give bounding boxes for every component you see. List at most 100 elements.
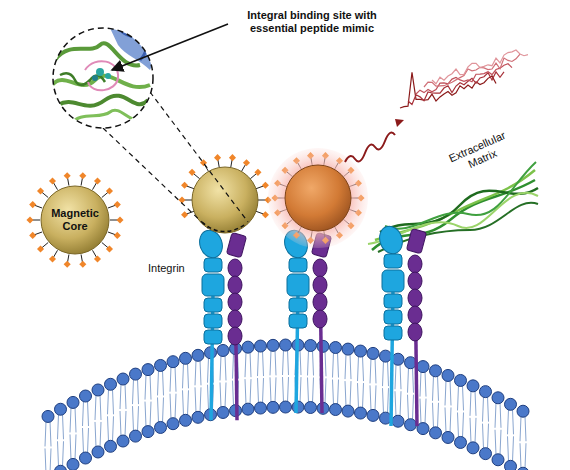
lipid-tail xyxy=(95,422,96,447)
lipid-tail xyxy=(113,389,114,414)
peptide-ligand xyxy=(64,261,71,268)
lipid-tail xyxy=(383,388,384,413)
lipid-tail xyxy=(438,403,439,428)
lipid-tail xyxy=(333,380,334,405)
lipid-tail xyxy=(63,441,64,466)
lipid-head xyxy=(430,427,442,439)
lipid-tail xyxy=(158,397,159,422)
lipid-tail xyxy=(58,441,59,466)
lipid-head xyxy=(242,403,254,415)
integrin-beta-domain xyxy=(313,259,327,277)
peptide-ligand xyxy=(116,216,123,223)
lipid-tail xyxy=(258,351,259,376)
lipid-head xyxy=(167,418,179,430)
zoom-leader xyxy=(150,92,248,222)
lipid-tail xyxy=(88,428,89,453)
lipid-tail xyxy=(495,430,496,455)
lipid-tail xyxy=(208,385,209,410)
lipid-head xyxy=(467,380,479,392)
lipid-tail xyxy=(345,381,346,406)
lipid-tail xyxy=(138,406,139,431)
peptide-ligand xyxy=(64,172,71,179)
integrin-beta-domain xyxy=(313,276,327,294)
lipid-tail xyxy=(395,364,396,389)
lipid-head xyxy=(405,419,417,431)
lipid-tail xyxy=(145,402,146,427)
lipid-tail xyxy=(245,352,246,377)
peptide-ligand xyxy=(49,255,56,262)
peptide-ligand xyxy=(94,255,101,262)
lipid-head xyxy=(330,404,342,416)
integrin-beta-domain xyxy=(228,293,242,311)
lipid-head xyxy=(505,398,517,410)
lipid-tail xyxy=(188,363,189,388)
integrin-alpha-domain xyxy=(289,258,307,272)
lipid-head xyxy=(267,401,279,413)
magnetic-core-sphere xyxy=(41,186,109,254)
lipid-tail xyxy=(163,370,164,395)
peptide-ligand xyxy=(254,169,261,176)
peptide-ligand xyxy=(214,154,221,161)
lipid-tail xyxy=(308,378,309,403)
lipid-tail xyxy=(400,364,401,389)
binding-site-mark xyxy=(202,222,246,232)
lipid-head xyxy=(355,345,367,357)
lipid-head xyxy=(517,405,529,417)
integrin-beta-domain xyxy=(228,259,242,277)
lipid-tail xyxy=(520,416,521,441)
lipid-tail xyxy=(158,370,159,395)
lipid-head xyxy=(255,402,267,414)
lipid-head xyxy=(480,448,492,460)
activated-nanoparticle xyxy=(285,165,351,231)
lipid-head xyxy=(92,446,104,458)
integrin-alpha-domain xyxy=(384,294,402,308)
lipid-head xyxy=(192,349,204,361)
lipid-head xyxy=(55,465,67,470)
lipid-head xyxy=(280,401,292,413)
lipid-tail xyxy=(75,434,76,459)
lipid-tail xyxy=(233,381,234,406)
lipid-tail xyxy=(175,367,176,392)
lipid-tail xyxy=(175,394,176,419)
lipid-tail xyxy=(245,379,246,404)
lipid-tail xyxy=(100,395,101,420)
integrin-beta-domain xyxy=(408,255,422,273)
lipid-head xyxy=(55,403,67,415)
lipid-tail xyxy=(95,395,96,420)
peptide-ligand xyxy=(37,188,44,195)
lipid-tail xyxy=(370,385,371,410)
lipid-tail xyxy=(420,372,421,397)
lipid-tail xyxy=(470,391,471,416)
lipid-tail xyxy=(120,384,121,409)
signal-arrowhead xyxy=(395,119,404,127)
lipid-tail xyxy=(488,424,489,449)
lipid-tail xyxy=(275,377,276,402)
lipid-tail xyxy=(50,448,51,470)
lipid-tail xyxy=(483,397,484,422)
lipid-head xyxy=(392,415,404,427)
peptide-ligand xyxy=(114,232,121,239)
lipid-tail xyxy=(513,436,514,461)
lipid-head xyxy=(130,430,142,442)
peptide-ligand xyxy=(49,177,56,184)
lipid-tail xyxy=(475,418,476,443)
lipid-tail xyxy=(425,399,426,424)
zoom-leader xyxy=(103,128,208,228)
lipid-head xyxy=(80,390,92,402)
lipid-tail xyxy=(350,354,351,379)
integrin-beta-head xyxy=(406,229,426,254)
lipid-tail xyxy=(408,395,409,420)
lipid-tail xyxy=(313,378,314,403)
lipid-head xyxy=(67,396,79,408)
lipid-head xyxy=(117,435,129,447)
lipid-tail xyxy=(470,418,471,443)
signal-spectra xyxy=(400,50,528,108)
lipid-tail xyxy=(358,356,359,381)
integrin-beta-domain xyxy=(408,323,422,341)
integrin-alpha-domain xyxy=(384,310,402,324)
lipid-tail xyxy=(183,363,184,388)
lipid-tail xyxy=(520,443,521,468)
lipid-tail xyxy=(88,401,89,426)
annotation-label: Extracellular Matrix xyxy=(436,124,523,182)
lipid-tail xyxy=(445,380,446,405)
